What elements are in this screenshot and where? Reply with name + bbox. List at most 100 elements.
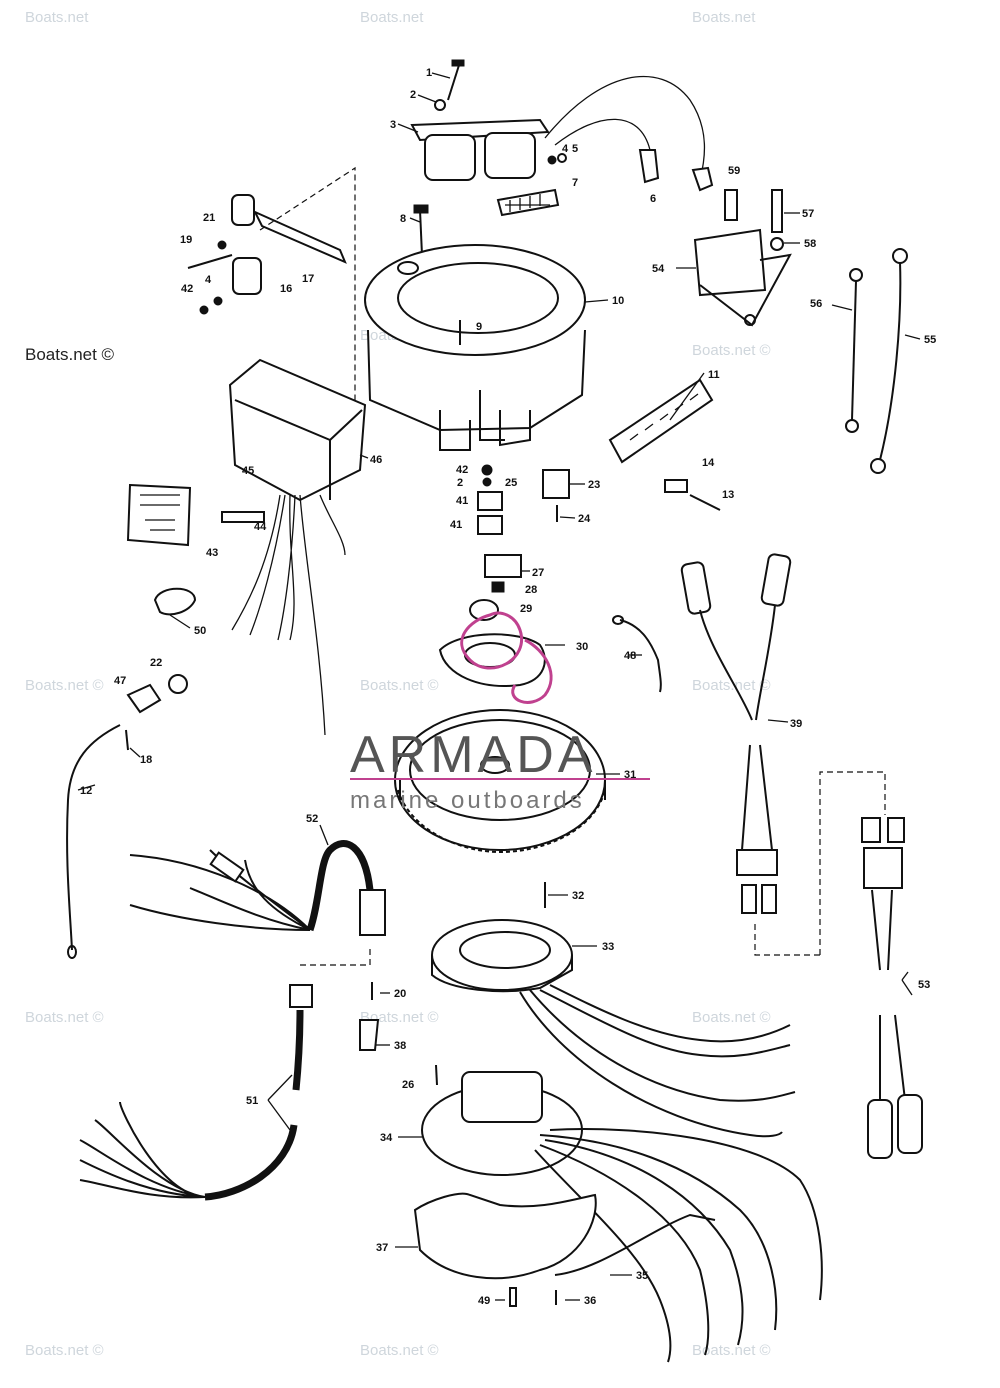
coil-right xyxy=(484,132,536,179)
part-label: 28 xyxy=(525,584,537,596)
switch-box-46 xyxy=(228,358,367,502)
harness-52-connector xyxy=(359,889,386,936)
part-label: 8 xyxy=(400,213,406,225)
part-label: 53 xyxy=(918,979,930,991)
center-stack xyxy=(469,464,570,621)
part-label: 20 xyxy=(394,988,406,1000)
watermark: Boats.net © xyxy=(692,1342,771,1359)
part-label: 17 xyxy=(302,273,314,285)
watermark-layer: Boats.net Boats.net Boats.net Boats.net … xyxy=(25,9,771,1359)
cable-53 xyxy=(861,817,923,1159)
part-label: 26 xyxy=(402,1079,414,1091)
nut-4 xyxy=(547,155,557,165)
harness-51-leads xyxy=(79,1101,206,1199)
part-label: 33 xyxy=(602,941,614,953)
cable-39-lug-2 xyxy=(760,553,792,607)
watermark: Boats.net © xyxy=(360,677,439,694)
stator-inner xyxy=(459,931,551,969)
part-label: 9 xyxy=(476,321,482,333)
part-label: 46 xyxy=(370,454,382,466)
screw-8 xyxy=(419,209,423,256)
cable-53-plug xyxy=(863,847,903,889)
solenoid-mount xyxy=(699,253,792,327)
trigger-34 xyxy=(421,1064,823,1363)
screw-1 xyxy=(447,61,461,101)
stator-33 xyxy=(431,919,796,1138)
cable-12-end xyxy=(67,945,77,959)
clamp-50 xyxy=(153,587,197,616)
watermark: Boats.net xyxy=(360,9,424,26)
plug-boot-2 xyxy=(691,166,714,192)
terminal-59 xyxy=(724,189,738,221)
part-label: 19 xyxy=(180,234,192,246)
part-label: 30 xyxy=(576,641,588,653)
decal-7 xyxy=(496,188,560,217)
part-label: 54 xyxy=(652,263,665,275)
washer-4 xyxy=(213,296,223,306)
part-label: 57 xyxy=(802,208,814,220)
part-label: 41 xyxy=(456,495,468,507)
part-label: 51 xyxy=(246,1095,258,1107)
bracket-assembly xyxy=(187,166,356,400)
harness-52-plug xyxy=(209,851,245,883)
harness-51-sheath-a xyxy=(292,1009,304,1091)
flywheel-inner xyxy=(409,719,591,821)
part-label: 1 xyxy=(426,67,432,79)
block-23 xyxy=(542,469,570,499)
watermark: Boats.net xyxy=(25,9,89,26)
screw-26 xyxy=(435,1064,438,1086)
part-label: 21 xyxy=(203,212,215,224)
watermark: Boats.net xyxy=(692,9,756,26)
terminal-41b xyxy=(477,515,503,535)
part-label: 48 xyxy=(624,650,636,662)
part-label: 13 xyxy=(722,489,734,501)
washer-2b xyxy=(482,477,492,487)
part-label: 44 xyxy=(254,521,267,533)
watermark: Boats.net © xyxy=(25,1009,104,1026)
part-label: 43 xyxy=(206,547,218,559)
washer-5 xyxy=(557,153,567,163)
cable-53-term-2 xyxy=(887,817,905,843)
part-label: 11 xyxy=(708,369,720,381)
dashed-link xyxy=(754,771,886,956)
part-label: 36 xyxy=(584,1295,596,1307)
cable-55-eye-2 xyxy=(870,458,886,474)
brand-tagline: marine outboards xyxy=(350,787,585,814)
watermark: Boats.net © xyxy=(692,342,771,359)
leader-lines xyxy=(77,72,921,1301)
cable-39-lower xyxy=(741,744,773,851)
cable-55-eye xyxy=(892,248,908,264)
stator-leads xyxy=(519,984,796,1138)
part-label: 42 xyxy=(456,464,468,476)
flywheel-hub xyxy=(480,756,510,774)
screw-57 xyxy=(771,189,783,233)
part-label: 38 xyxy=(394,1040,406,1052)
trigger-leads xyxy=(534,1128,823,1363)
cable-53-upper xyxy=(871,889,893,971)
coil-bracket xyxy=(410,118,550,142)
part-label: 29 xyxy=(520,603,532,615)
decal-scale xyxy=(505,194,550,212)
cable-39-lug-1 xyxy=(680,561,712,615)
part-label: 37 xyxy=(376,1242,388,1254)
cable-39-term-1 xyxy=(741,884,757,914)
part-label: 58 xyxy=(804,238,816,250)
part-label: 39 xyxy=(790,718,802,730)
pin-49 xyxy=(509,1287,517,1307)
trigger-collar xyxy=(461,1071,543,1123)
screw-18 xyxy=(125,729,129,751)
part-label: 10 xyxy=(612,295,624,307)
nut-42b xyxy=(481,464,493,476)
part-label: 14 xyxy=(702,457,715,469)
cable-56-eye-2 xyxy=(845,419,859,433)
part-label: 4 xyxy=(562,143,569,155)
spring-28 xyxy=(491,581,505,593)
harness-52-sheath xyxy=(306,840,374,932)
cable-56 xyxy=(851,280,857,421)
part-label: 4 xyxy=(205,274,212,286)
harness-52 xyxy=(129,840,386,936)
part-label: 22 xyxy=(150,657,162,669)
lead-48-end xyxy=(612,615,624,625)
plate-body xyxy=(367,329,586,432)
